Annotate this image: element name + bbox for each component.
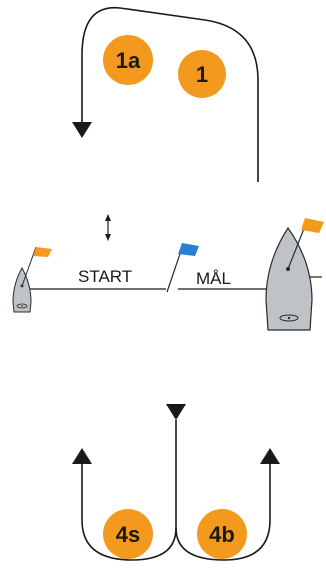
start-boat — [12, 246, 37, 313]
lower-route-arrowhead-down — [166, 404, 186, 420]
svg-text:4s: 4s — [116, 522, 140, 547]
wind-direction-icon — [105, 214, 111, 241]
mark-flag-blue — [178, 243, 199, 256]
mark-4s: 4s — [103, 509, 153, 559]
lower-right-arrowhead-up — [260, 448, 280, 464]
mark-1: 1 — [178, 50, 226, 98]
lower-route-line-left — [81, 420, 177, 561]
mark-4b: 4b — [197, 509, 247, 559]
upper-route-arrowhead — [72, 122, 92, 138]
lower-route-line-right — [175, 462, 271, 561]
svg-text:1a: 1a — [116, 48, 141, 73]
mark-1a: 1a — [103, 35, 153, 85]
finish-line-label: MÅL — [196, 269, 231, 288]
upper-route-line — [81, 6, 259, 182]
lower-left-arrowhead-up — [72, 448, 92, 464]
start-line-label: START — [78, 267, 132, 286]
svg-text:4b: 4b — [209, 522, 235, 547]
svg-text:1: 1 — [196, 62, 208, 87]
finish-boat-flag — [301, 218, 324, 233]
finish-boat — [265, 220, 313, 331]
start-boat-flag — [33, 247, 52, 257]
